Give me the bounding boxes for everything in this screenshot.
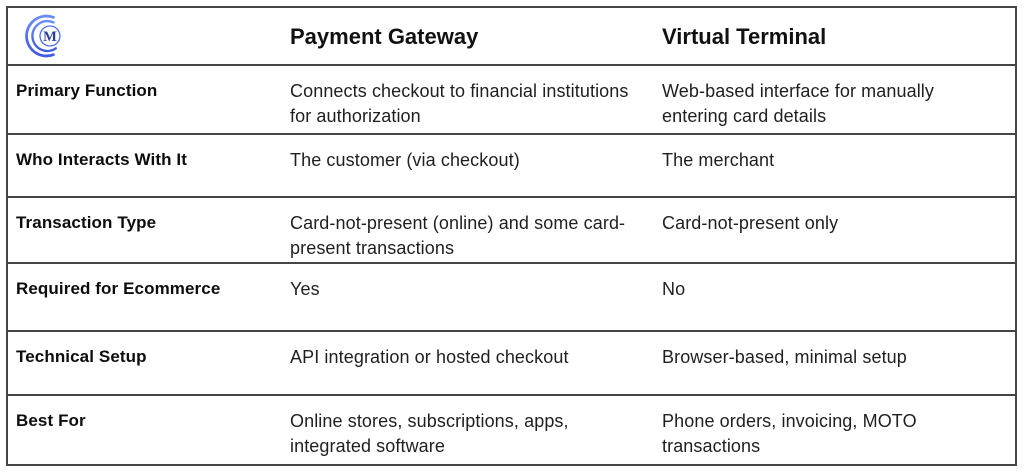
virtual-terminal-cell: Browser-based, minimal setup [662, 347, 907, 367]
comparison-table: M Payment Gateway Virtual Terminal Prima… [6, 6, 1017, 466]
row-label: Transaction Type [16, 213, 157, 232]
payment-gateway-cell: Connects checkout to financial instituti… [290, 81, 629, 126]
table-row-required-for-ecommerce: Required for Ecommerce Yes No [8, 262, 1015, 330]
table-row-who-interacts: Who Interacts With It The customer (via … [8, 133, 1015, 196]
virtual-terminal-cell: Web-based interface for manually enterin… [662, 81, 935, 126]
row-label: Best For [16, 411, 86, 430]
logo-inner-circle [39, 25, 61, 47]
payment-gateway-cell: Yes [290, 279, 320, 299]
column-header-virtual-terminal: Virtual Terminal [662, 23, 827, 49]
logo-middle-arc [31, 19, 58, 53]
brand-logo-icon: M [25, 14, 61, 58]
row-label: Primary Function [16, 81, 158, 100]
row-label: Who Interacts With It [16, 150, 187, 169]
logo-letter: M [43, 29, 57, 45]
table-row-technical-setup: Technical Setup API integration or hoste… [8, 330, 1015, 394]
virtual-terminal-cell: No [662, 279, 686, 299]
virtual-terminal-cell: The merchant [662, 150, 775, 170]
logo-outer-arc [25, 14, 55, 58]
table-row-best-for: Best For Online stores, subscriptions, a… [8, 394, 1015, 464]
payment-gateway-cell: The customer (via checkout) [290, 150, 520, 170]
row-label: Technical Setup [16, 347, 147, 366]
logo-cell: M [8, 8, 290, 64]
virtual-terminal-cell: Card-not-present only [662, 213, 839, 233]
row-label: Required for Ecommerce [16, 279, 221, 298]
payment-gateway-cell: API integration or hosted checkout [290, 347, 569, 367]
column-header-payment-gateway: Payment Gateway [290, 23, 479, 49]
table-row-transaction-type: Transaction Type Card-not-present (onlin… [8, 196, 1015, 262]
table-header-row: M Payment Gateway Virtual Terminal [8, 8, 1015, 64]
payment-gateway-cell: Online stores, subscriptions, apps, inte… [290, 411, 569, 456]
virtual-terminal-cell: Phone orders, invoicing, MOTO transactio… [662, 411, 917, 456]
table-row-primary-function: Primary Function Connects checkout to fi… [8, 64, 1015, 133]
payment-gateway-cell: Card-not-present (online) and some card-… [290, 213, 626, 258]
